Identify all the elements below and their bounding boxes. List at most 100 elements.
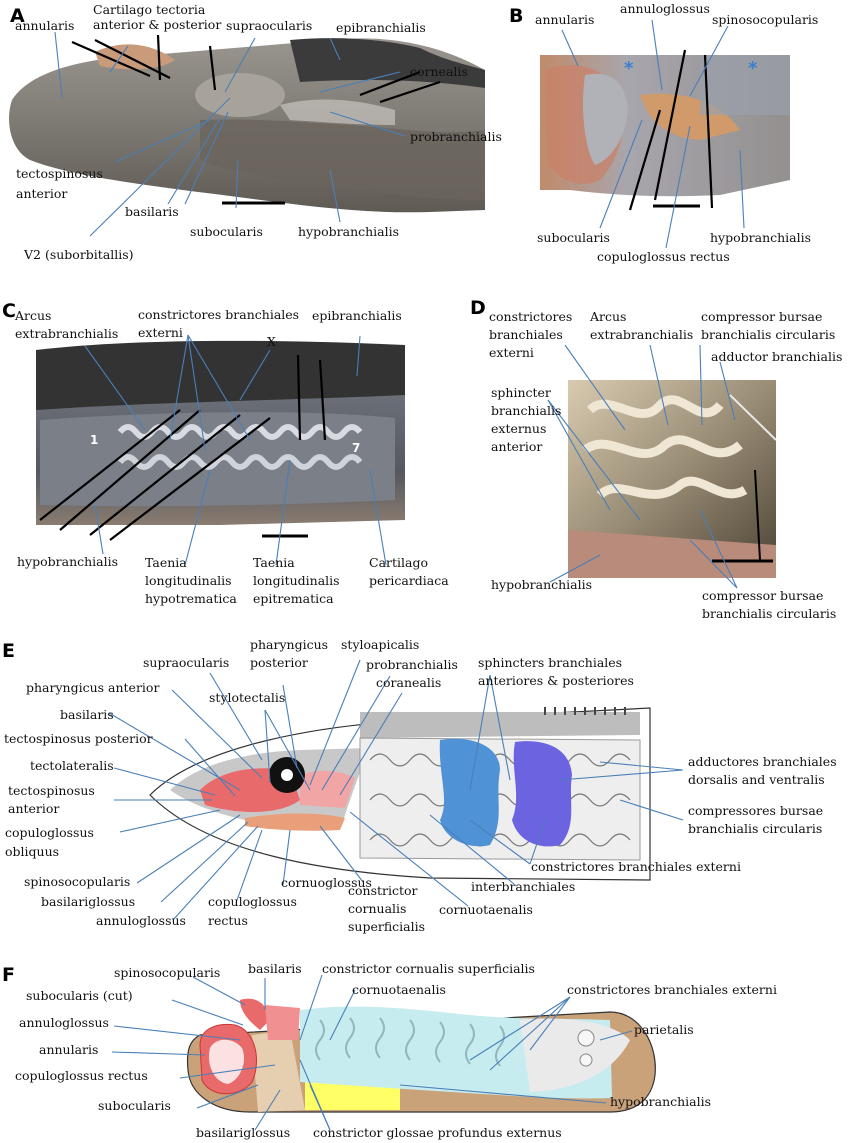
panel-c-photo	[36, 340, 405, 541]
panel-d-letter: D	[470, 297, 486, 319]
asterisk-left: *	[624, 58, 634, 79]
label-f-copuloglossus-rectus: copuloglossus rectus	[15, 1068, 148, 1083]
label-e-tectospinosus-anterior-2: anterior	[8, 801, 59, 816]
panel-f-leaders	[111, 974, 633, 1131]
label-e-cornuotaenalis: cornuotaenalis	[439, 902, 533, 917]
panel-f-drawing	[186, 998, 656, 1113]
label-a-hypobranchialis: hypobranchialis	[298, 224, 399, 239]
label-f-annularis: annularis	[39, 1042, 98, 1057]
label-c-x: X	[267, 334, 276, 349]
label-e-constrictor-cornualis-2: cornualis	[348, 901, 406, 916]
panel-b-letter: B	[509, 5, 523, 27]
label-c-arcus-2: extrabranchialis	[15, 326, 118, 341]
panel-e-drawing	[149, 707, 651, 881]
label-c-arcus-1: Arcus	[14, 308, 51, 323]
label-c-taenia-hypo-3: hypotrematica	[145, 591, 237, 606]
label-f-subocularis-cut: subocularis (cut)	[26, 988, 133, 1003]
label-e-copuloglossus-rectus-2: rectus	[208, 913, 248, 928]
label-e-cornuoglossus: cornuoglossus	[281, 875, 372, 890]
panel-c-leaders	[84, 334, 387, 566]
label-f-basilariglossus: basilariglossus	[196, 1125, 290, 1140]
label-e-probranchialis: probranchialis	[366, 657, 458, 672]
label-e-pharyngicus-posterior-2: posterior	[250, 655, 308, 670]
label-d-compressor-b-2: branchialis circularis	[702, 606, 836, 621]
label-e-constrictores-externi: constrictores branchiales externi	[531, 859, 741, 874]
label-d-sphincter-4: anterior	[491, 439, 542, 454]
label-c-constrictores-1: constrictores branchiales	[138, 307, 299, 322]
label-e-styloapicalis: styloapicalis	[341, 637, 419, 652]
label-c-taenia-epi-2: longitudinalis	[253, 573, 340, 588]
label-d-sphincter-2: branchialis	[491, 403, 561, 418]
label-e-copuloglossus-obliquus-2: obliquus	[5, 844, 59, 859]
label-b-annuloglossus: annuloglossus	[620, 1, 710, 16]
panel-b: B * * annularis annuloglossus spinosocop…	[509, 1, 818, 264]
panel-c-letter: C	[2, 300, 16, 322]
panel-e-leaders	[108, 659, 684, 921]
gill-number-1: 1	[90, 433, 98, 447]
label-b-spinosocopularis: spinosocopularis	[712, 12, 818, 27]
label-f-constrictor-cornualis: constrictor cornualis superficialis	[322, 961, 535, 976]
asterisk-right: *	[748, 58, 758, 79]
label-d-constrictores-2: branchiales	[489, 327, 563, 342]
label-d-constrictores-3: externi	[489, 345, 534, 360]
label-e-constrictor-cornualis-1: constrictor	[348, 883, 418, 898]
label-e-interbranchiales: interbranchiales	[471, 879, 575, 894]
panel-b-leaders	[561, 19, 745, 249]
label-f-constrictores-externi: constrictores branchiales externi	[567, 982, 777, 997]
label-f-basilaris: basilaris	[248, 961, 302, 976]
label-e-annuloglossus: annuloglossus	[96, 913, 186, 928]
panel-d-leaders	[547, 344, 738, 589]
label-e-compressores-1: compressores bursae	[688, 803, 823, 818]
label-d-compressor-2: branchialis circularis	[701, 327, 835, 342]
panel-a-photo	[9, 34, 485, 213]
label-c-cartilago-1: Cartilago	[369, 555, 428, 570]
label-a-probranchialis: probranchialis	[410, 129, 502, 144]
panel-e-letter: E	[2, 640, 15, 662]
panel-d: D constrictores branchiales externi Arcu…	[470, 297, 842, 621]
label-c-taenia-epi-1: Taenia	[253, 555, 295, 570]
label-c-taenia-epi-3: epitrematica	[253, 591, 334, 606]
label-a-subocularis: subocularis	[190, 224, 263, 239]
label-e-constrictor-cornualis-3: superficialis	[348, 919, 425, 934]
label-b-annularis: annularis	[535, 12, 594, 27]
label-e-coranealis: coranealis	[376, 675, 441, 690]
label-c-taenia-hypo-1: Taenia	[145, 555, 187, 570]
label-e-sphincters-1: sphincters branchiales	[478, 655, 622, 670]
label-a-cornealis: cornealis	[410, 64, 468, 79]
label-e-adductores-2: dorsalis and ventralis	[688, 772, 825, 787]
panel-a-letter: A	[10, 5, 25, 27]
label-e-tectospinosus-anterior-1: tectospinosus	[8, 783, 95, 798]
label-e-tectospinosus-posterior: tectospinosus posterior	[4, 731, 153, 746]
label-d-sphincter-1: sphincter	[491, 385, 551, 400]
label-f-cornuotaenalis: cornuotaenalis	[352, 982, 446, 997]
label-e-pharyngicus-anterior: pharyngicus anterior	[26, 680, 159, 695]
label-f-subocularis: subocularis	[98, 1098, 171, 1113]
label-c-constrictores-2: externi	[138, 325, 183, 340]
panel-a: A annularis Cartilago tectoria anterior …	[9, 2, 502, 262]
label-e-copuloglossus-rectus-1: copuloglossus	[208, 894, 297, 909]
label-a-cartilago-2: anterior & posterior	[93, 17, 221, 32]
label-f-annuloglossus: annuloglossus	[19, 1015, 109, 1030]
label-c-taenia-hypo-2: longitudinalis	[145, 573, 232, 588]
label-c-epibranchialis: epibranchialis	[312, 308, 402, 323]
panel-d-photo	[568, 380, 777, 578]
label-e-supraocularis: supraocularis	[143, 655, 229, 670]
label-d-adductor: adductor branchialis	[711, 349, 842, 364]
label-d-sphincter-3: externus	[491, 421, 546, 436]
label-e-pharyngicus-posterior-1: pharyngicus	[250, 637, 328, 652]
label-f-parietalis: parietalis	[634, 1022, 694, 1037]
label-f-constrictor-glossae: constrictor glossae profundus externus	[313, 1125, 562, 1140]
label-e-compressores-2: branchialis circularis	[688, 821, 822, 836]
label-a-v2: V2 (suborbitallis)	[23, 247, 134, 262]
label-d-arcus-2: extrabranchialis	[590, 327, 693, 342]
label-a-tectospinosus-1: tectospinosus	[16, 166, 103, 181]
label-c-hypobranchialis: hypobranchialis	[17, 554, 118, 569]
label-e-tectolateralis: tectolateralis	[30, 758, 114, 773]
label-c-cartilago-2: pericardiaca	[369, 573, 449, 588]
label-d-compressor-b-1: compressor bursae	[702, 588, 823, 603]
label-a-basilaris: basilaris	[125, 204, 179, 219]
label-d-constrictores-1: constrictores	[489, 309, 572, 324]
label-e-stylotectalis: stylotectalis	[209, 690, 285, 705]
panel-e: E	[2, 637, 837, 934]
